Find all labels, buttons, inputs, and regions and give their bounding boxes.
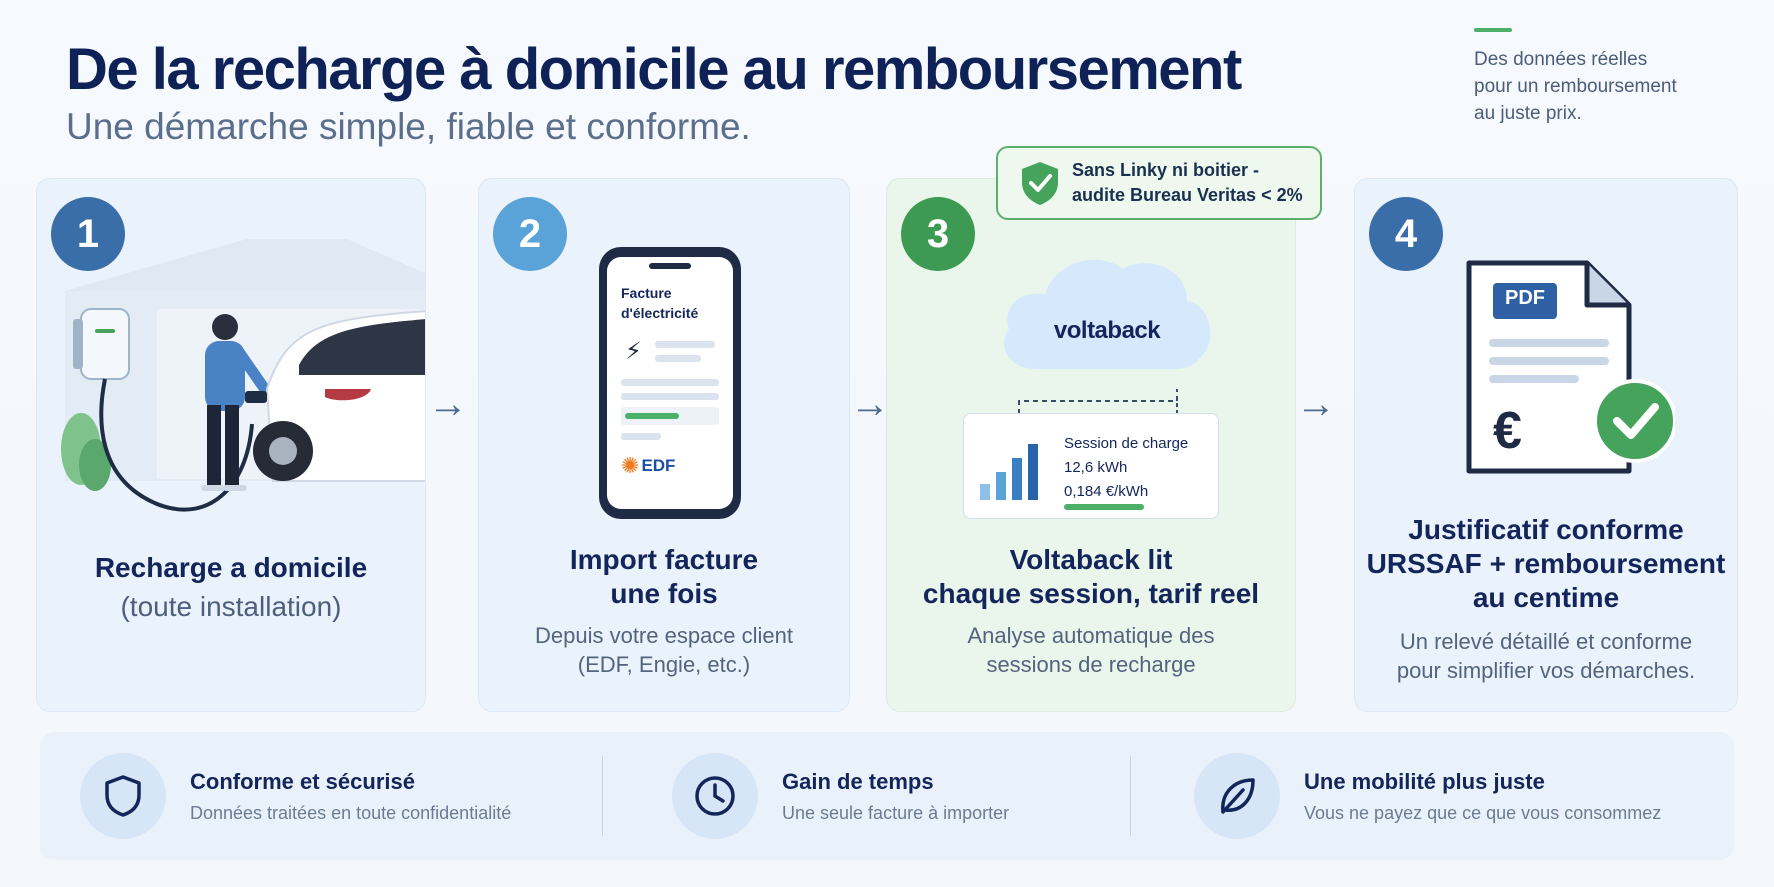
- step-description-line: Depuis votre espace client: [534, 623, 794, 648]
- step-badge-3: 3: [901, 197, 975, 271]
- step-description-line: pour simplifier vos démarches.: [1396, 658, 1696, 683]
- feature-icon-bg: [1194, 753, 1280, 839]
- step-description-line: Un relevé détaillé et conforme: [1399, 629, 1693, 654]
- step-title-line: au centime: [1472, 582, 1620, 613]
- verification-badge: Sans Linky ni boitier - audite Bureau Ve…: [996, 146, 1322, 220]
- step-description-line: sessions de recharge: [986, 652, 1196, 677]
- step-card-1: 1 Recharge a domicile (toute installatio…: [36, 178, 426, 712]
- features-bar: Conforme et sécurisé Données traitées en…: [40, 732, 1734, 860]
- step-description-line: (EDF, Engie, etc.): [577, 652, 751, 677]
- feature-time: Gain de temps Une seule facture à import…: [672, 732, 1009, 860]
- step-title-line: Justificatif conforme: [1408, 514, 1684, 545]
- arrow-icon: →: [1296, 382, 1336, 426]
- feature-mobility: Une mobilité plus juste Vous ne payez qu…: [1194, 732, 1661, 860]
- home-charging-illustration: [61, 239, 425, 512]
- page-subtitle: Une démarche simple, fiable et conforme.: [66, 106, 751, 147]
- feature-title: Conforme et sécurisé: [190, 768, 415, 794]
- verification-line: audite Bureau Veritas < 2%: [1072, 185, 1303, 205]
- step-badge-2: 2: [493, 197, 567, 271]
- arrow-icon: →: [850, 382, 890, 426]
- session-card: Session de charge 12,6 kWh 0,184 €/kWh: [963, 413, 1219, 519]
- step-title-line: chaque session, tarif reel: [922, 578, 1260, 609]
- divider: [1130, 756, 1131, 836]
- feature-icon-bg: [672, 753, 758, 839]
- feature-title: Gain de temps: [782, 768, 934, 794]
- feature-desc: Vous ne payez que ce que vous consommez: [1304, 802, 1662, 823]
- step-title: Import facture une fois: [479, 543, 849, 611]
- divider: [602, 756, 603, 836]
- pdf-document-icon: [1466, 260, 1675, 474]
- arrow-icon: →: [428, 382, 468, 426]
- clock-icon: [695, 776, 735, 816]
- side-note: Des données réelles pour un remboursemen…: [1474, 28, 1734, 127]
- lightning-icon: ⚡: [625, 338, 642, 365]
- step-description: Depuis votre espace client (EDF, Engie, …: [489, 621, 839, 679]
- session-energy: 12,6 kWh: [1064, 459, 1128, 476]
- feature-icon-bg: [80, 753, 166, 839]
- verification-line: Sans Linky ni boitier -: [1072, 160, 1260, 180]
- step-badge-4: 4: [1369, 197, 1443, 271]
- session-price: 0,184 €/kWh: [1064, 483, 1149, 500]
- step-card-2: 2 Facture d'électricité ⚡ ✺ EDF Import f…: [478, 178, 850, 712]
- feature-desc: Une seule facture à importer: [782, 802, 1010, 823]
- invoice-title-line: Facture: [621, 285, 672, 301]
- pdf-label: PDF: [1505, 287, 1545, 309]
- shield-check-icon: [1022, 162, 1058, 205]
- bar-chart-icon: [980, 444, 1038, 500]
- step-title-line: URSSAF + remboursement: [1366, 548, 1726, 579]
- step-card-3: 3 voltaback Session de charge 12,6 kWh 0…: [886, 178, 1296, 712]
- step-title-line: Voltaback lit: [1009, 544, 1173, 575]
- step-title: Voltaback lit chaque session, tarif reel: [887, 543, 1295, 611]
- step-title-line: une fois: [610, 578, 718, 609]
- session-title: Session de charge: [1064, 435, 1189, 452]
- step-subtitle: (toute installation): [120, 591, 342, 622]
- invoice-title-line: d'électricité: [621, 305, 699, 321]
- step-description: Un relevé détaillé et conforme pour simp…: [1365, 627, 1727, 685]
- shield-icon: [105, 775, 141, 817]
- euro-icon: €: [1493, 402, 1522, 460]
- step-title: Recharge a domicile: [94, 552, 368, 583]
- leaf-icon: [1221, 778, 1255, 814]
- page-title: De la recharge à domicile au rembourseme…: [66, 37, 1242, 102]
- feature-secure: Conforme et sécurisé Données traitées en…: [80, 732, 511, 860]
- side-note-line: pour un remboursement: [1474, 76, 1677, 97]
- step-description: Analyse automatique des sessions de rech…: [897, 621, 1285, 679]
- step-title-line: Import facture: [569, 544, 759, 575]
- side-note-line: Des données réelles: [1474, 49, 1648, 70]
- side-note-accent: [1474, 28, 1512, 32]
- edf-logo-icon: ✺: [621, 453, 640, 478]
- step-badge-1: 1: [51, 197, 125, 271]
- feature-title: Une mobilité plus juste: [1304, 768, 1545, 794]
- feature-desc: Données traitées en toute confidentialit…: [190, 802, 512, 823]
- voltaback-logo: voltaback: [1053, 317, 1161, 344]
- step-title: Justificatif conforme URSSAF + rembourse…: [1355, 513, 1737, 615]
- cloud-icon: [1004, 259, 1211, 369]
- step-card-4: 4 PDF € Justificatif conforme URSSAF + r…: [1354, 178, 1738, 712]
- edf-logo: EDF: [641, 456, 676, 475]
- side-note-line: au juste prix.: [1474, 103, 1582, 124]
- step-description-line: Analyse automatique des: [967, 623, 1215, 648]
- phone-illustration: Facture d'électricité ⚡ ✺ EDF: [599, 247, 741, 519]
